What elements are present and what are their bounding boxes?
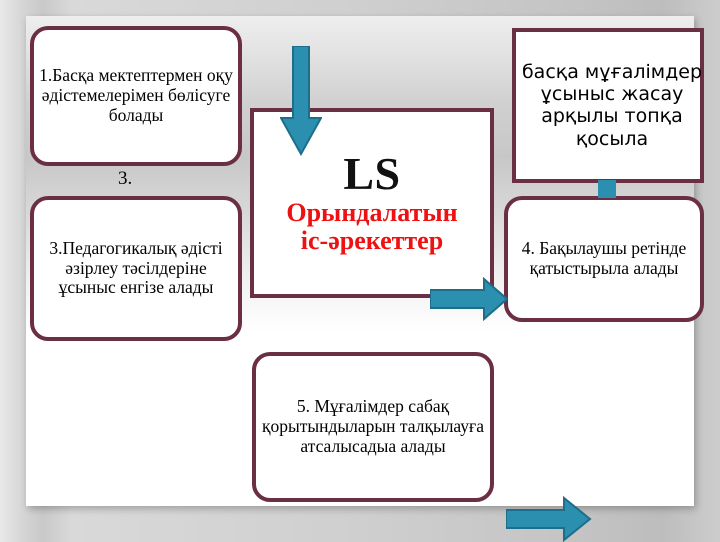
callout-box-2[interactable]: басқа мұғалімдер ұсыныс жасау арқылы топ… bbox=[512, 28, 704, 183]
center-ls-title: LS bbox=[343, 148, 401, 200]
arrow-right-icon bbox=[430, 277, 508, 321]
callout-box-2-text: басқа мұғалімдер ұсыныс жасау арқылы топ… bbox=[521, 60, 703, 150]
stray-number-label: 3. bbox=[118, 168, 133, 189]
callout-box-3-text: 3.Педагогикалық әдісті әзірлеу тәсілдері… bbox=[49, 237, 223, 298]
callout-box-4-text: 4. Бақылаушы ретінде қатыстырыла алады bbox=[521, 238, 687, 278]
center-ls-subtitle-line1: Орындалатын bbox=[286, 198, 458, 228]
callout-box-1-text: 1.Басқа мектептермен оқу әдістемелерімен… bbox=[39, 65, 233, 125]
callout-box-3[interactable]: 3.Педагогикалық әдісті әзірлеу тәсілдері… bbox=[30, 196, 242, 341]
arrow-right-icon-bottom bbox=[506, 496, 592, 542]
arrow-marker-icon bbox=[598, 180, 616, 198]
callout-box-5-text: 5. Мұғалімдер сабақ қорытындыларын талқы… bbox=[261, 396, 485, 456]
center-ls-box[interactable]: LS Орындалатын іс-әрекеттер bbox=[250, 108, 494, 298]
callout-box-1[interactable]: 1.Басқа мектептермен оқу әдістемелерімен… bbox=[30, 26, 242, 166]
callout-box-4[interactable]: 4. Бақылаушы ретінде қатыстырыла алады bbox=[504, 196, 704, 322]
callout-box-5[interactable]: 5. Мұғалімдер сабақ қорытындыларын талқы… bbox=[252, 352, 494, 502]
arrow-down-icon bbox=[280, 46, 322, 156]
center-ls-subtitle-line2: іс-әрекеттер bbox=[300, 226, 444, 255]
